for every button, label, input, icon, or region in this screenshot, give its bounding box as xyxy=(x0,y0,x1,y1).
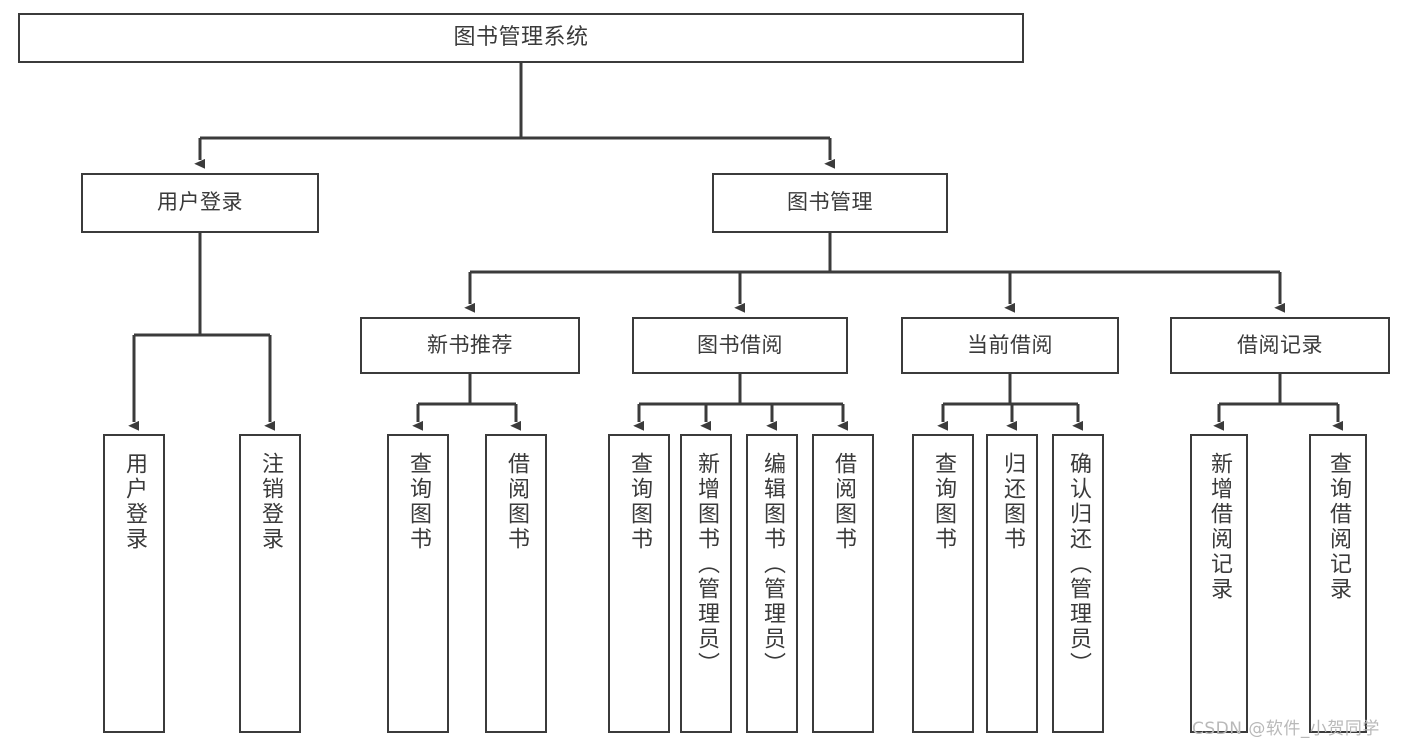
leaf-query-book-recommend[interactable]: 查询图书 xyxy=(387,434,449,733)
leaf-query-borrow-record-label: 查询借阅记录 xyxy=(1326,452,1351,602)
node-book-management-label: 图书管理 xyxy=(787,190,873,215)
leaf-confirm-return-admin-label: 确认归还（管理员） xyxy=(1066,452,1091,677)
leaf-user-login[interactable]: 用户登录 xyxy=(103,434,165,733)
leaf-query-book[interactable]: 查询图书 xyxy=(608,434,670,733)
node-borrow-record-label: 借阅记录 xyxy=(1237,332,1323,357)
node-root[interactable]: 图书管理系统 xyxy=(18,13,1024,63)
node-user-login-label: 用户登录 xyxy=(157,190,243,215)
leaf-query-book-current[interactable]: 查询图书 xyxy=(912,434,974,733)
leaf-return-book[interactable]: 归还图书 xyxy=(986,434,1038,733)
leaf-edit-book-admin-label: 编辑图书（管理员） xyxy=(760,452,785,677)
leaf-query-book-recommend-label: 查询图书 xyxy=(406,452,431,552)
node-borrow-record[interactable]: 借阅记录 xyxy=(1170,317,1390,374)
leaf-edit-book-admin[interactable]: 编辑图书（管理员） xyxy=(746,434,798,733)
leaf-return-book-label: 归还图书 xyxy=(1000,452,1025,552)
node-current-borrow[interactable]: 当前借阅 xyxy=(901,317,1119,374)
node-new-book-recommend-label: 新书推荐 xyxy=(427,332,513,357)
leaf-add-borrow-record-label: 新增借阅记录 xyxy=(1207,452,1232,602)
leaf-confirm-return-admin[interactable]: 确认归还（管理员） xyxy=(1052,434,1104,733)
node-book-management[interactable]: 图书管理 xyxy=(712,173,948,233)
leaf-add-borrow-record[interactable]: 新增借阅记录 xyxy=(1190,434,1248,733)
leaf-query-book-current-label: 查询图书 xyxy=(931,452,956,552)
leaf-user-logout-label: 注销登录 xyxy=(258,452,283,552)
node-current-borrow-label: 当前借阅 xyxy=(967,332,1053,357)
node-book-borrow[interactable]: 图书借阅 xyxy=(632,317,848,374)
watermark: CSDN @软件_小贺同学 xyxy=(1192,719,1380,739)
leaf-query-borrow-record[interactable]: 查询借阅记录 xyxy=(1309,434,1367,733)
leaf-borrow-book-recommend-label: 借阅图书 xyxy=(504,452,529,552)
node-root-label: 图书管理系统 xyxy=(453,24,589,50)
leaf-user-logout[interactable]: 注销登录 xyxy=(239,434,301,733)
node-user-login[interactable]: 用户登录 xyxy=(81,173,319,233)
leaf-query-book-label: 查询图书 xyxy=(627,452,652,552)
leaf-borrow-book[interactable]: 借阅图书 xyxy=(812,434,874,733)
node-book-borrow-label: 图书借阅 xyxy=(697,332,783,357)
leaf-borrow-book-label: 借阅图书 xyxy=(831,452,856,552)
leaf-user-login-label: 用户登录 xyxy=(122,452,147,552)
leaf-borrow-book-recommend[interactable]: 借阅图书 xyxy=(485,434,547,733)
leaf-add-book-admin-label: 新增图书（管理员） xyxy=(694,452,719,677)
leaf-add-book-admin[interactable]: 新增图书（管理员） xyxy=(680,434,732,733)
node-new-book-recommend[interactable]: 新书推荐 xyxy=(360,317,580,374)
